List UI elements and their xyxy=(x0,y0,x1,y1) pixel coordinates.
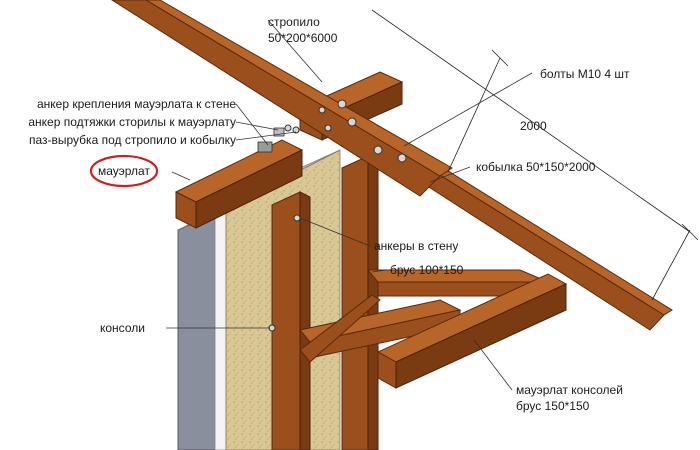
rafter-board-top[interactable] xyxy=(145,0,453,177)
console-post-left[interactable] xyxy=(271,191,301,450)
label-wall-anchors: анкеры в стену xyxy=(374,239,458,253)
leader-console-mauerlat xyxy=(473,339,513,391)
dimension-tick xyxy=(491,49,509,67)
wall-anchor-bolt xyxy=(293,214,301,222)
mauerlat-anchor-bracket xyxy=(257,141,273,153)
leader-beam xyxy=(371,269,387,273)
label-kobylka: кобылка 50*150*2000 xyxy=(476,160,596,174)
mauerlat-beam-side[interactable] xyxy=(195,149,303,229)
leader-kobylka xyxy=(429,166,471,183)
leader-mauerlat-anchor xyxy=(235,103,269,146)
highlight-circle xyxy=(89,154,159,188)
leader-rafter xyxy=(267,19,323,83)
console-mauerlat-side[interactable] xyxy=(395,283,567,389)
leader-bolts xyxy=(403,72,533,147)
label-bolts: болты М10 4 шт xyxy=(540,67,630,81)
bolt xyxy=(397,153,407,163)
bolt xyxy=(324,124,332,132)
leader-mauerlat xyxy=(171,171,191,181)
bolt xyxy=(337,99,347,109)
wall-plaster xyxy=(177,213,216,450)
wall-cladding-edge xyxy=(214,207,227,450)
rafter-tie-anchor-bracket xyxy=(273,127,285,137)
console-post-left-side[interactable] xyxy=(299,191,311,450)
anchor-bolt xyxy=(284,124,292,132)
dimension-extension xyxy=(447,57,501,173)
console-post-right[interactable] xyxy=(341,155,369,450)
dimension-tick xyxy=(681,223,699,241)
leader-wall-anchors xyxy=(299,217,371,247)
label-console-mauerlat: мауэрлат консолей xyxy=(516,383,623,397)
dimension-extension xyxy=(651,229,691,301)
label-rafter: стропило xyxy=(268,15,320,29)
label-mauerlat-anchor: анкер крепления мауэрлата к стене xyxy=(37,97,236,111)
bolt xyxy=(373,145,383,155)
console-brace[interactable] xyxy=(299,294,381,363)
leader-notch xyxy=(235,131,297,141)
label-consoles: консоли xyxy=(100,321,145,335)
leader-rafter-tie-anchor xyxy=(235,121,279,131)
label-console-beam: брус 150*150 xyxy=(516,399,590,413)
bolt xyxy=(318,106,326,114)
label-beam: брус 100*150 xyxy=(390,263,464,277)
label-rafter-tie-anchor: анкер подтяжки сторилы к мауэрлату xyxy=(28,115,236,129)
label-rafter-size: 50*200*6000 xyxy=(268,31,338,45)
label-dimension: 2000 xyxy=(520,119,547,133)
label-notch: паз-вырубка под стропило и кобылку xyxy=(29,133,236,147)
dimension-line xyxy=(371,9,691,233)
label-mauerlat: мауэрлат xyxy=(98,164,150,178)
bolt xyxy=(347,117,357,127)
anchor-bolt xyxy=(292,126,300,134)
